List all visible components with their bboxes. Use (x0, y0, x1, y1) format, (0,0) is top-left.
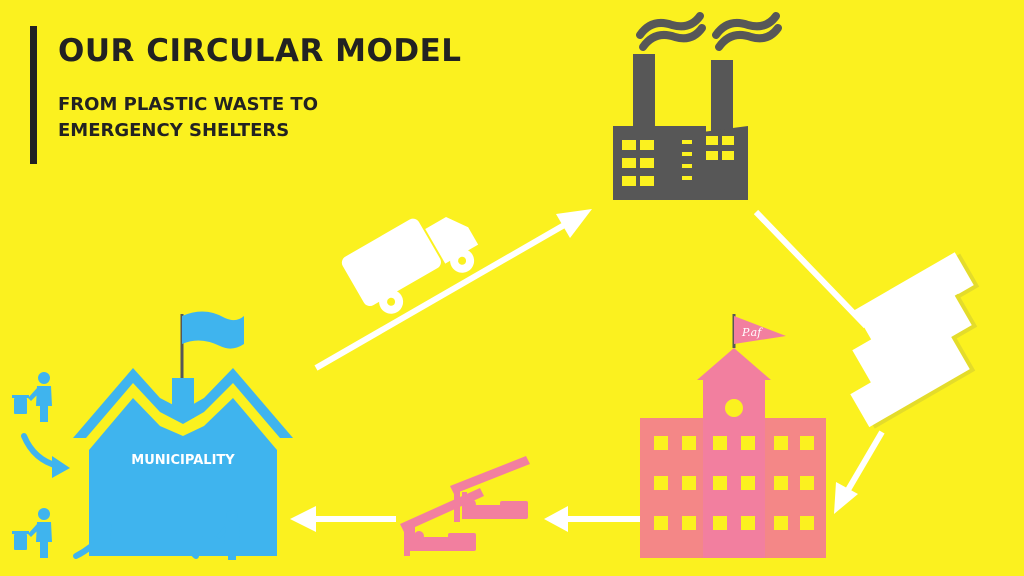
emergency-shelter-icon (400, 456, 530, 556)
factory-icon (613, 12, 782, 200)
arrow-shelter-to-municipality (290, 506, 396, 532)
pink-building-icon: P.af (640, 314, 826, 558)
header-accent-bar (30, 26, 37, 164)
subtitle-line-1: FROM PLASTIC WASTE TO (58, 94, 319, 115)
flag-icon (182, 311, 244, 349)
municipality-label: MUNICIPALITY (131, 453, 235, 468)
arrow-panels-to-building (834, 430, 885, 514)
collection-arrows (21, 433, 199, 559)
truck-icon (341, 216, 479, 314)
person-recycling-icon (12, 372, 52, 422)
arrow-factory-to-panels (753, 209, 869, 329)
arrow-municipality-to-factory (314, 209, 592, 371)
flow-arrows (290, 209, 885, 532)
municipality-house-icon: MUNICIPALITY (73, 311, 293, 556)
plastic-panels-icon (850, 252, 980, 429)
person-recycling-icon (12, 508, 52, 558)
subtitle-line-2: EMERGENCY SHELTERS (58, 120, 290, 141)
page-title: OUR CIRCULAR MODEL (58, 33, 462, 69)
svg-text:P.af: P.af (741, 326, 763, 339)
arrow-building-to-shelter (544, 506, 640, 532)
